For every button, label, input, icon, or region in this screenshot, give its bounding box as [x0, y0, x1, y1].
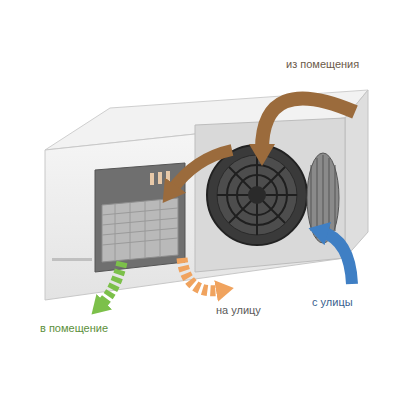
- fan-hub: [248, 186, 266, 204]
- airflow-arrows: [100, 98, 355, 306]
- supply-in-arrow: [322, 232, 352, 284]
- heat-exchanger: [102, 198, 178, 262]
- fan-ring: [207, 145, 307, 245]
- exhaust-out-arrow: [182, 258, 222, 291]
- housing-front: [45, 118, 345, 300]
- flow-label: из помещения: [286, 58, 359, 71]
- supply-out-arrow: [100, 262, 122, 306]
- exchanger-grid: [102, 200, 178, 261]
- flow-label: в помещение: [40, 322, 108, 335]
- slot: [150, 173, 154, 185]
- fan-grille: [217, 155, 297, 235]
- blower-vanes: [311, 155, 335, 241]
- cutaway-cavity: [195, 118, 345, 272]
- slot: [158, 172, 162, 184]
- filter-slots: [150, 171, 170, 185]
- exhaust-to-exchanger-arrow: [172, 150, 232, 190]
- exchanger-compartment: [95, 163, 185, 272]
- exhaust-in-arrow: [262, 98, 355, 150]
- fan-disc: [217, 155, 297, 235]
- slot: [166, 171, 170, 183]
- flow-label: на улицу: [216, 304, 261, 317]
- flow-label: с улицы: [312, 296, 353, 309]
- brand-plate: [52, 258, 92, 261]
- housing: [45, 90, 368, 300]
- fan: [207, 145, 307, 245]
